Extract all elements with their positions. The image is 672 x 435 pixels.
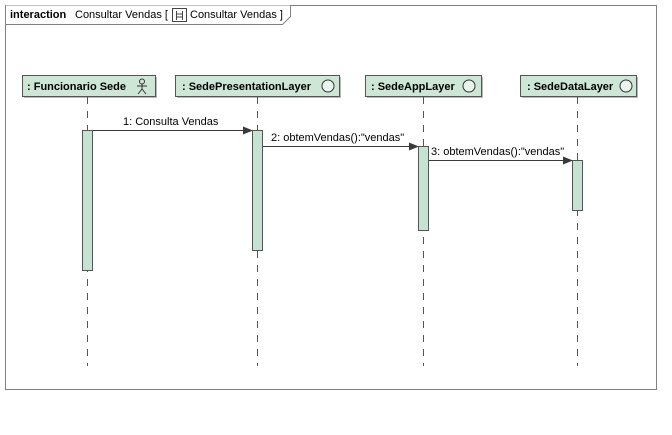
lifeline-sede-data-layer[interactable]: : SedeDataLayer: [520, 75, 639, 367]
frame-ref-name: Consultar Vendas ]: [190, 9, 283, 21]
activation-bar-funcionario: [82, 130, 93, 271]
circle-icon: [321, 79, 335, 93]
message-label: 1: Consulta Vendas: [123, 116, 219, 128]
lifeline-sede-app-layer[interactable]: : SedeAppLayer: [365, 75, 484, 367]
frame-name: Consultar Vendas [: [75, 9, 168, 21]
circle-icon: [619, 79, 633, 93]
lifeline-funcionario-sede[interactable]: : Funcionario Sede: [22, 75, 158, 367]
message-label: 3: obtemVendas():"vendas": [431, 146, 564, 158]
lifeline-label: : SedeAppLayer: [371, 81, 455, 93]
lifeline-label: : SedeDataLayer: [527, 81, 614, 93]
frame-keyword: interaction: [10, 9, 67, 21]
frame-tab: [5, 5, 291, 25]
interaction-frame: [5, 5, 657, 390]
message-3[interactable]: 3: obtemVendas():"vendas": [429, 146, 573, 165]
circle-icon: [462, 79, 476, 93]
actor-icon: [137, 78, 147, 95]
activation-bar-app: [418, 146, 429, 231]
lifeline-label: : SedePresentationLayer: [182, 81, 312, 93]
activation-bar-data: [572, 160, 583, 211]
interaction-ref-icon: [172, 8, 187, 22]
lifeline-label: : Funcionario Sede: [27, 81, 126, 93]
message-2[interactable]: 2: obtemVendas():"vendas": [263, 132, 419, 151]
message-1[interactable]: 1: Consulta Vendas: [93, 116, 253, 135]
message-label: 2: obtemVendas():"vendas": [271, 132, 404, 144]
activation-bar-presentation: [252, 130, 263, 251]
lifeline-sede-presentation-layer[interactable]: : SedePresentationLayer: [175, 75, 342, 367]
